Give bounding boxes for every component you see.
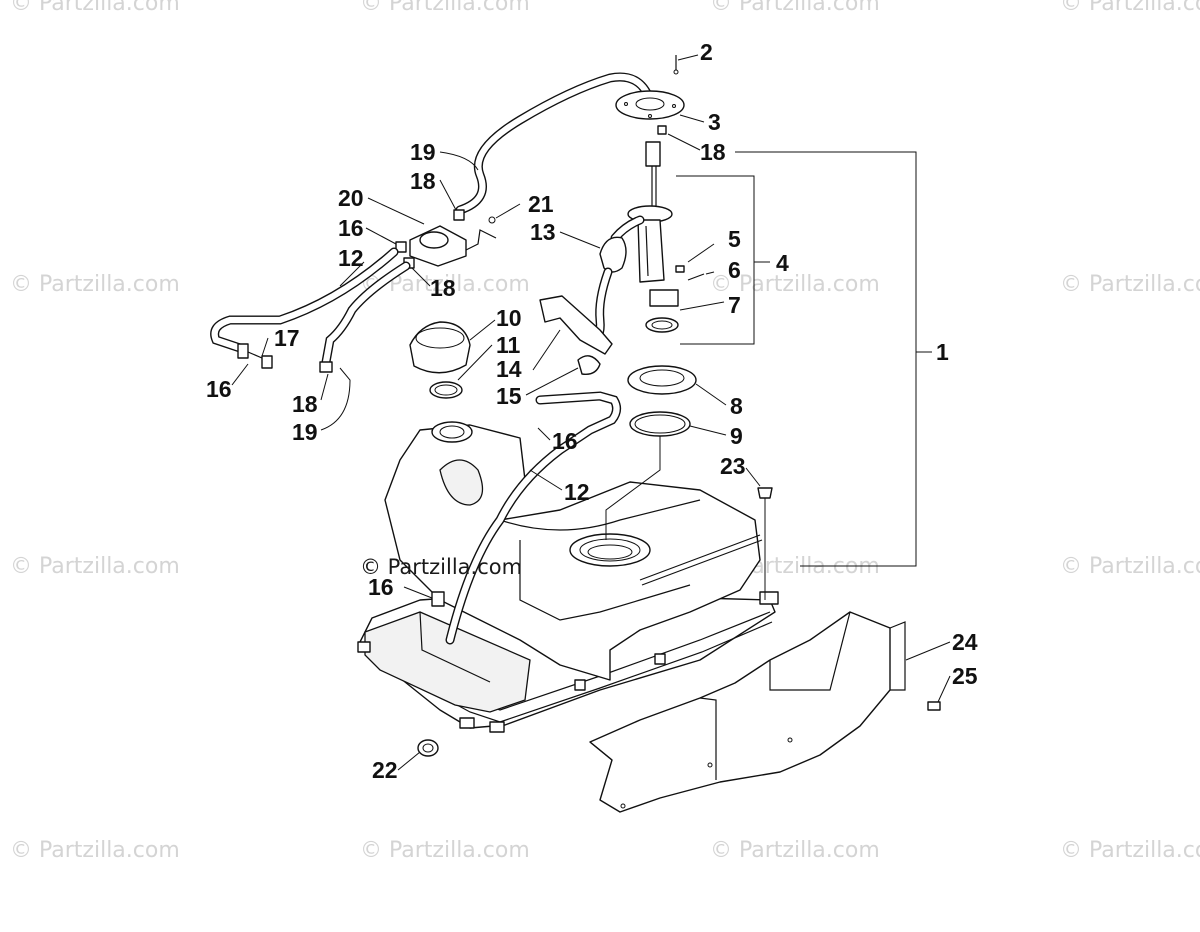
watermark: © Partzilla.com [710,272,880,297]
leader-lines [231,54,951,771]
watermark: © Partzilla.com [10,272,180,297]
callout-23: 23 [720,453,746,479]
fuel-pump-assembly [627,141,705,333]
callouts: 1 2 3 18 19 18 4 20 21 5 16 13 6 12 18 7… [206,39,978,783]
callout-12: 12 [564,479,590,505]
callout-17: 17 [274,325,300,351]
watermark: © Partzilla.com [360,838,530,863]
callout-14: 14 [496,356,522,382]
callout-5: 5 [728,226,741,252]
watermark: © Partzilla.com [1060,272,1200,297]
callout-1: 1 [936,339,949,365]
callout-20: 20 [338,185,364,211]
fastener-23 [757,487,773,600]
vent-hose-12 [445,391,622,645]
watermark-grid: © Partzilla.com © Partzilla.com © Partzi… [10,0,1200,863]
callout-9: 9 [730,423,743,449]
callout-18: 18 [430,275,456,301]
callout-4: 4 [776,250,789,276]
callout-13: 13 [530,219,556,245]
callout-19: 19 [292,419,318,445]
watermark: © Partzilla.com [1060,838,1200,863]
callout-8: 8 [730,393,743,419]
callout-16: 16 [206,376,232,402]
check-valve-17 [237,343,273,369]
watermark: © Partzilla.com [710,838,880,863]
hose-19-upper [455,72,655,215]
watermark: © Partzilla.com [10,838,180,863]
hose-12-left [210,247,399,353]
callout-3: 3 [708,109,721,135]
skid-plate [589,611,906,813]
callout-25: 25 [952,663,978,689]
fuel-filter-and-bracket [539,215,645,375]
pump-ring-and-seal [605,365,697,540]
watermark: © Partzilla.com [10,554,180,579]
drain-grommet-22 [417,739,439,757]
callout-2: 2 [700,39,713,65]
callout-22: 22 [372,757,398,783]
callout-12: 12 [338,245,364,271]
watermark: © Partzilla.com [360,0,530,16]
callout-18: 18 [700,139,726,165]
callout-19: 19 [410,139,436,165]
watermark: © Partzilla.com [1060,554,1200,579]
callout-10: 10 [496,305,522,331]
callout-16: 16 [368,574,394,600]
callout-15: 15 [496,383,522,409]
pump-top-plate [615,55,685,135]
watermark: © Partzilla.com [710,0,880,16]
fastener-25 [927,701,941,711]
fuel-cap [409,321,471,399]
callout-24: 24 [952,629,978,655]
fuel-tank [357,421,779,733]
callout-18: 18 [292,391,318,417]
callout-11: 11 [496,332,521,358]
watermark: © Partzilla.com [10,0,180,16]
watermark: © Partzilla.com [1060,0,1200,16]
callout-16: 16 [552,428,578,454]
callout-7: 7 [728,292,741,318]
callout-16: 16 [338,215,364,241]
brand-watermark: © Partzilla.com [360,555,522,579]
hose-19-lower [319,261,411,373]
callout-6: 6 [728,257,741,283]
callout-21: 21 [528,191,554,217]
vent-valve [395,209,497,269]
callout-18: 18 [410,168,436,194]
